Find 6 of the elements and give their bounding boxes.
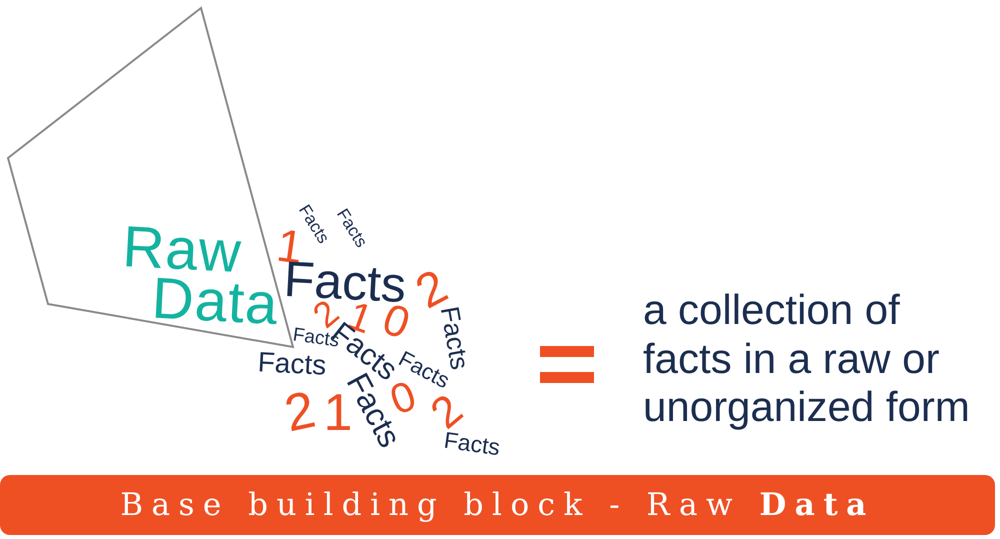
banner-text: Base building block - Raw Data bbox=[120, 488, 875, 522]
scattered-number: 2 bbox=[280, 384, 320, 440]
scattered-word: Facts bbox=[257, 348, 327, 380]
scattered-word: Facts bbox=[442, 428, 502, 460]
description-text: a collection of facts in a raw or unorganized form bbox=[643, 286, 971, 432]
banner bbox=[0, 475, 995, 535]
